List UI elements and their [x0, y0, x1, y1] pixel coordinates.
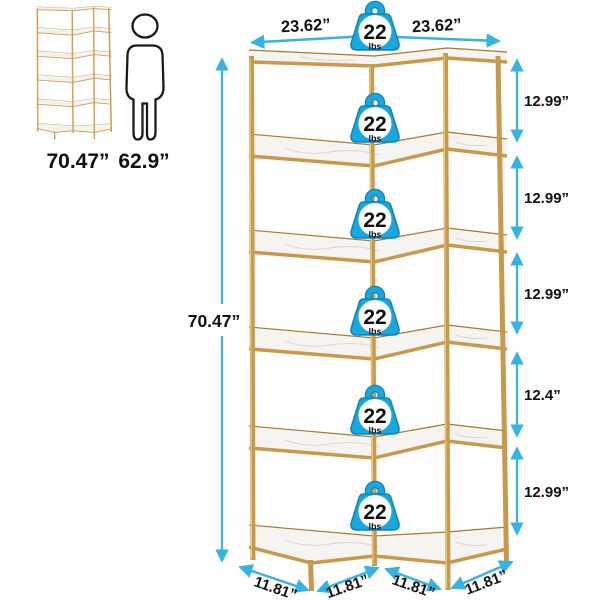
- bottom-width-label-4: 11.81”: [463, 567, 510, 599]
- bottom-arrow-2: [316, 565, 380, 594]
- top-right-arrow: [381, 33, 501, 48]
- gap-label-1: 12.99”: [524, 93, 569, 110]
- bottom-width-label-3: 11.81”: [390, 572, 437, 600]
- top-left-width-label: 23.62”: [281, 16, 331, 37]
- bottom-arrow-4: [450, 560, 514, 590]
- person-figure: [125, 13, 165, 141]
- gap-label-5: 12.99”: [524, 484, 569, 501]
- capacity-badge-1: [351, 5, 399, 52]
- reference-thumbnails: 70.47” 62.9”: [35, 5, 170, 173]
- total-height-dimension: 70.47”: [188, 57, 241, 563]
- top-width-dimension: 23.62” 23.62”: [250, 16, 501, 49]
- bottom-width-label-2: 11.81”: [324, 572, 371, 600]
- gap-label-2: 12.99”: [524, 190, 569, 207]
- total-height-label: 70.47”: [188, 311, 241, 331]
- shelf-gap-dimensions: 12.99” 12.99” 12.99” 12.4” 12.99”: [510, 58, 569, 536]
- bottom-arrow-1: [238, 564, 310, 593]
- gap-label-3: 12.99”: [524, 286, 569, 303]
- person-body: [125, 44, 165, 141]
- top-left-arrow: [250, 34, 369, 49]
- bottom-width-label-1: 11.81”: [252, 574, 299, 600]
- thumbnail-shelf-height-label: 70.47”: [46, 150, 109, 173]
- person-head: [131, 13, 159, 39]
- person-height-label: 62.9”: [118, 150, 169, 173]
- capacity-badge-2: [351, 97, 399, 144]
- top-right-width-label: 23.62”: [412, 16, 462, 37]
- capacity-badge-3: [351, 193, 399, 240]
- bottom-width-dimensions: 11.81” 11.81” 11.81” 11.81”: [238, 560, 514, 600]
- bottom-arrow-3: [384, 566, 442, 592]
- gap-label-4: 12.4”: [524, 387, 561, 404]
- shelf-thumbnail: [35, 5, 113, 141]
